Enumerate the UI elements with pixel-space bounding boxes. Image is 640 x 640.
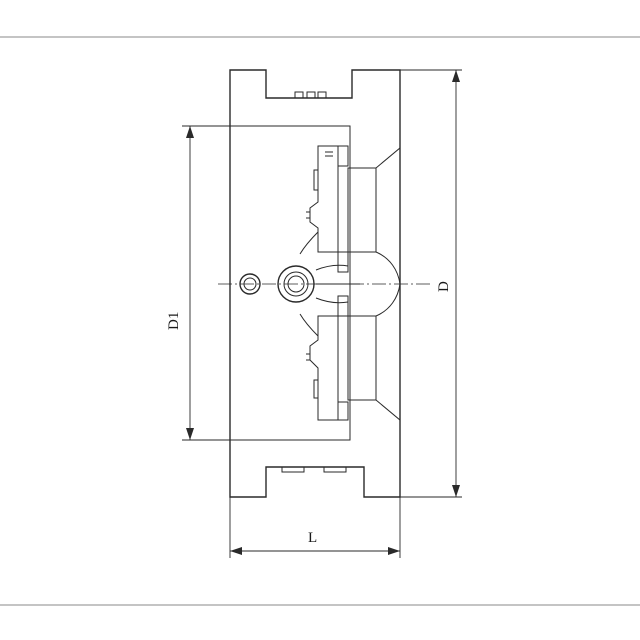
dimension-l (229, 497, 401, 558)
d1-label: D1 (166, 312, 182, 330)
inner-bore (229, 125, 351, 441)
dimension-d1 (182, 125, 348, 441)
d-label: D (436, 281, 452, 292)
disc-assembly (299, 145, 401, 422)
l-label: L (308, 530, 317, 546)
dimension-d (400, 69, 462, 498)
